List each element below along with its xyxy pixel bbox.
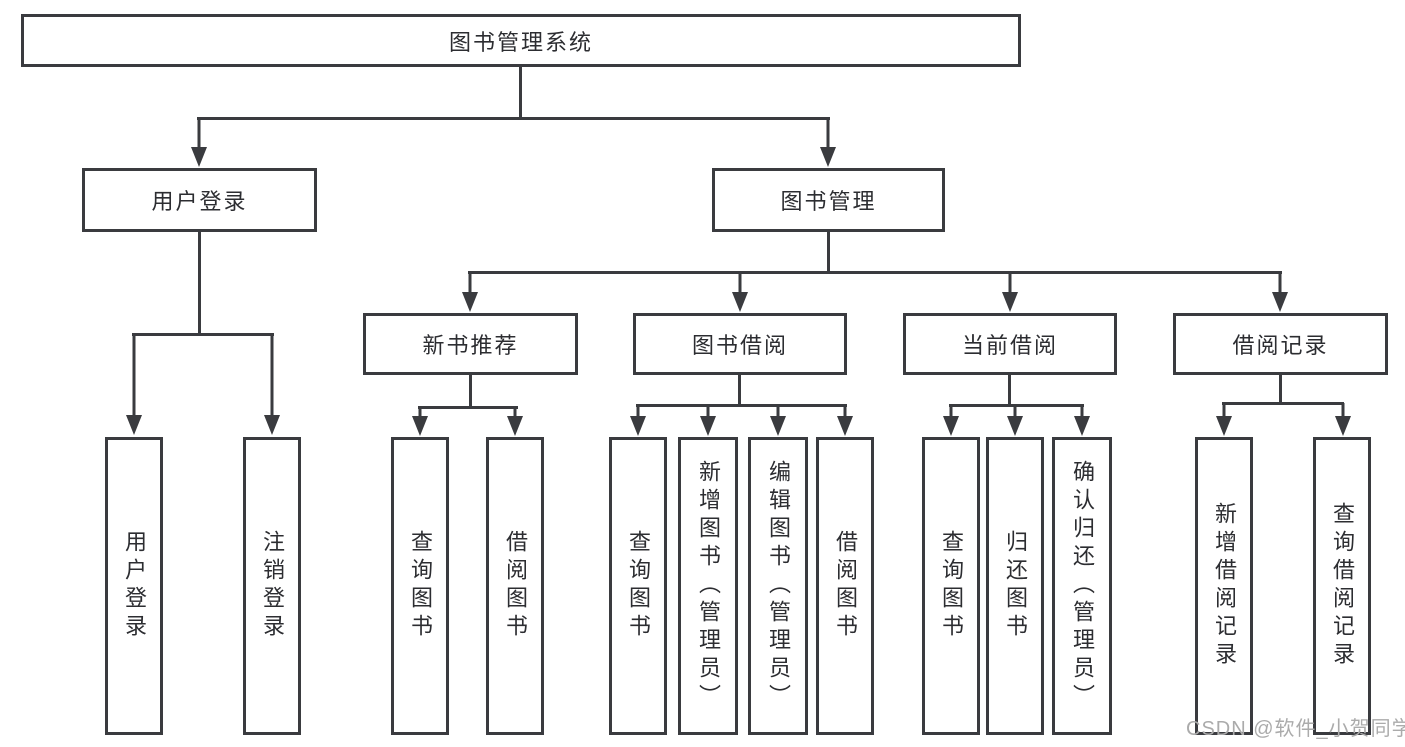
arrow-down-icon [1001, 272, 1019, 312]
csdn-watermark: CSDN @软件_小贺同学 [1186, 718, 1405, 740]
arrow-down-icon [731, 272, 749, 312]
arrow-down-icon [629, 405, 647, 436]
node-label: 查询借阅记录 [1330, 502, 1355, 670]
connector-line [418, 406, 518, 409]
arrow-down-icon [769, 405, 787, 436]
arrow-down-icon [461, 272, 479, 312]
node-label: 图书借阅 [691, 333, 788, 358]
node-label: 用户登录 [122, 530, 147, 642]
arrow-down-icon [1334, 403, 1352, 436]
connector-line [738, 374, 741, 407]
connector-line [132, 333, 274, 336]
connector-line [827, 231, 830, 274]
node-leaf-query-books-current: 查询图书 [922, 437, 980, 735]
node-leaf-add-books-admin: 新增图书（管理员） [678, 437, 738, 735]
node-label: 当前借阅 [961, 333, 1058, 358]
arrow-down-icon [125, 334, 143, 435]
node-leaf-query-books-recommend: 查询图书 [391, 437, 449, 735]
node-label: 借阅图书 [503, 530, 528, 642]
node-leaf-borrow-books: 借阅图书 [816, 437, 874, 735]
arrow-down-icon [190, 118, 208, 167]
arrow-down-icon [506, 407, 524, 436]
node-label: 新书推荐 [422, 333, 519, 358]
connector-line [636, 404, 847, 407]
node-leaf-query-books-borrowing: 查询图书 [609, 437, 667, 735]
connector-line [949, 404, 1084, 407]
arrow-down-icon [1215, 403, 1233, 436]
node-label: 图书管理系统 [448, 29, 593, 55]
node-label: 新增图书（管理员） [696, 460, 721, 712]
arrow-down-icon [836, 405, 854, 436]
node-leaf-edit-books-admin: 编辑图书（管理员） [748, 437, 808, 735]
node-borrowing-records: 借阅记录 [1173, 313, 1388, 375]
connector-line [519, 65, 522, 119]
arrow-down-icon [942, 405, 960, 436]
node-label: 借阅记录 [1232, 333, 1329, 358]
connector-line [198, 231, 201, 336]
connector-line [1222, 402, 1344, 405]
node-leaf-add-borrow-record: 新增借阅记录 [1195, 437, 1253, 735]
node-leaf-query-borrow-record: 查询借阅记录 [1313, 437, 1371, 735]
node-label: 图书管理 [780, 189, 877, 214]
node-label: 归还图书 [1003, 530, 1028, 642]
node-label: 查询图书 [626, 530, 651, 642]
arrow-down-icon [1271, 272, 1289, 312]
arrow-down-icon [1073, 405, 1091, 436]
node-user-login: 用户登录 [82, 168, 317, 232]
node-label: 注销登录 [260, 530, 285, 642]
connector-line [468, 271, 1282, 274]
node-label: 新增借阅记录 [1212, 502, 1237, 670]
node-leaf-user-login: 用户登录 [105, 437, 163, 735]
node-book-borrowing: 图书借阅 [633, 313, 847, 375]
node-leaf-confirm-return-admin: 确认归还（管理员） [1052, 437, 1112, 735]
node-label: 确认归还（管理员） [1070, 460, 1095, 712]
arrow-down-icon [263, 334, 281, 435]
node-label: 借阅图书 [833, 530, 858, 642]
node-label: 查询图书 [408, 530, 433, 642]
connector-line [1008, 374, 1011, 407]
node-book-management: 图书管理 [712, 168, 945, 232]
connector-line [1279, 374, 1282, 405]
connector-line [197, 117, 830, 120]
arrow-down-icon [1006, 405, 1024, 436]
node-library-management-system: 图书管理系统 [21, 14, 1021, 67]
node-current-borrowing: 当前借阅 [903, 313, 1117, 375]
arrow-down-icon [819, 118, 837, 167]
arrow-down-icon [411, 407, 429, 436]
node-label: 编辑图书（管理员） [766, 460, 791, 712]
connector-line [469, 374, 472, 409]
arrow-down-icon [699, 405, 717, 436]
node-leaf-return-books: 归还图书 [986, 437, 1044, 735]
node-label: 查询图书 [939, 530, 964, 642]
node-new-book-recommend: 新书推荐 [363, 313, 578, 375]
node-leaf-logout: 注销登录 [243, 437, 301, 735]
node-label: 用户登录 [151, 189, 248, 214]
node-leaf-borrow-books-recommend: 借阅图书 [486, 437, 544, 735]
